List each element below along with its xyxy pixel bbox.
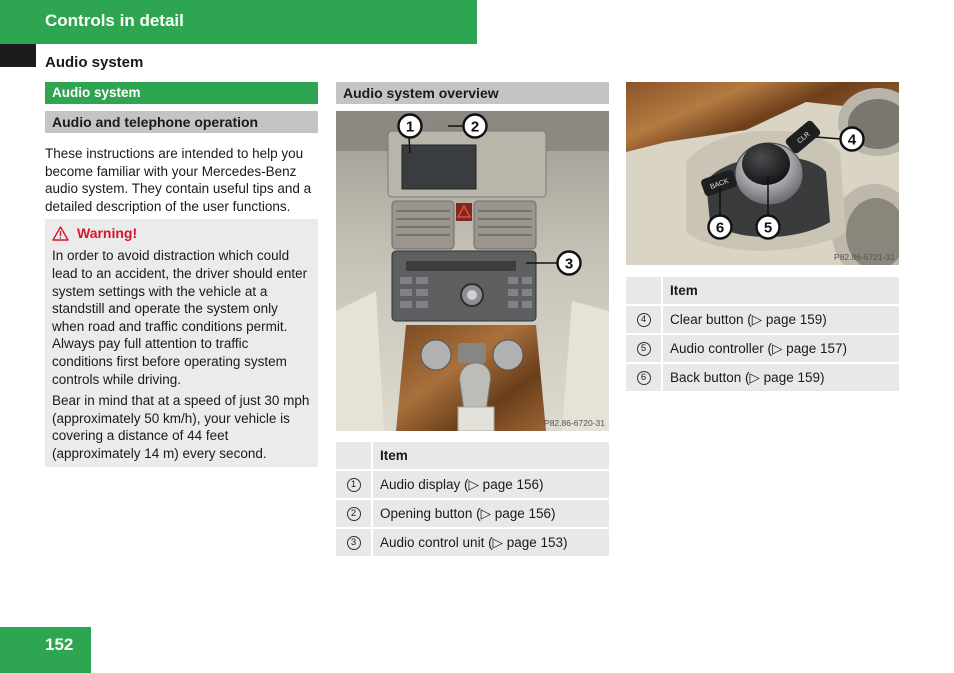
items-table-overview: Item 1 Audio display (▷ page 156) 2 Open… <box>336 440 609 556</box>
item-number: 4 <box>636 313 651 328</box>
warning-paragraph-2: Bear in mind that at a speed of just 30 … <box>52 393 310 461</box>
table-row: 6 Back button (▷ page 159) <box>626 362 899 391</box>
table-header-row: Item <box>336 440 609 470</box>
table-row: 3 Audio control unit (▷ page 153) <box>336 527 609 556</box>
items-table-controller: Item 4 Clear button (▷ page 159) 5 Audio… <box>626 275 899 391</box>
warning-paragraph-1: In order to avoid distraction which coul… <box>52 248 308 387</box>
table-row: 5 Audio controller (▷ page 157) <box>626 333 899 363</box>
section-marker <box>0 44 36 67</box>
item-number: 5 <box>636 342 651 357</box>
callout-1: 1 <box>406 119 414 136</box>
item-number: 2 <box>346 507 361 522</box>
column-controller: BACK CLR 4 5 6 P82.86-6721-31 Item 4 Cle… <box>626 82 899 391</box>
warning-box: Warning! In order to avoid distraction w… <box>45 219 318 467</box>
warning-heading: Warning! <box>52 223 311 243</box>
column-intro: Audio system Audio and telephone operati… <box>45 82 318 467</box>
item-description: Audio display (▷ page 156) <box>372 469 609 499</box>
item-description: Back button (▷ page 159) <box>662 362 899 391</box>
item-description: Audio control unit (▷ page 153) <box>372 527 609 556</box>
chapter-title: Controls in detail <box>45 11 184 30</box>
chapter-header: Controls in detail <box>0 0 477 44</box>
item-description: Clear button (▷ page 159) <box>662 304 899 334</box>
callout-6: 6 <box>716 220 724 237</box>
photo-code: P82.86-6720-31 <box>544 418 605 428</box>
subheading-overview: Audio system overview <box>336 82 609 104</box>
warning-title: Warning! <box>77 225 138 242</box>
page-number: 152 <box>0 627 91 673</box>
callout-5: 5 <box>764 220 772 237</box>
section-title: Audio system <box>45 54 144 71</box>
item-number: 3 <box>346 536 361 551</box>
table-row: 1 Audio display (▷ page 156) <box>336 469 609 499</box>
subheading-audio-telephone: Audio and telephone operation <box>45 111 318 133</box>
callout-2: 2 <box>471 119 479 136</box>
green-heading: Audio system <box>45 82 318 104</box>
page-number-text: 152 <box>45 635 74 654</box>
item-number: 6 <box>636 371 651 386</box>
item-description: Audio controller (▷ page 157) <box>662 333 899 363</box>
item-number: 1 <box>346 478 361 493</box>
photo-code: P82.86-6721-31 <box>834 252 895 262</box>
warning-triangle-icon <box>52 226 69 241</box>
callout-3: 3 <box>565 256 573 273</box>
table-header-row: Item <box>626 275 899 305</box>
intro-paragraph: These instructions are intended to help … <box>45 146 312 214</box>
callout-4: 4 <box>848 132 857 149</box>
item-description: Opening button (▷ page 156) <box>372 498 609 528</box>
table-header-item: Item <box>372 440 609 470</box>
table-row: 4 Clear button (▷ page 159) <box>626 304 899 334</box>
controller-photo: BACK CLR 4 5 6 P82.86-6721-31 <box>626 82 899 265</box>
table-header-item: Item <box>662 275 899 305</box>
table-row: 2 Opening button (▷ page 156) <box>336 498 609 528</box>
column-overview: Audio system overview <box>336 82 609 556</box>
dashboard-photo: 1 2 3 P82.86-6720-31 <box>336 111 609 431</box>
